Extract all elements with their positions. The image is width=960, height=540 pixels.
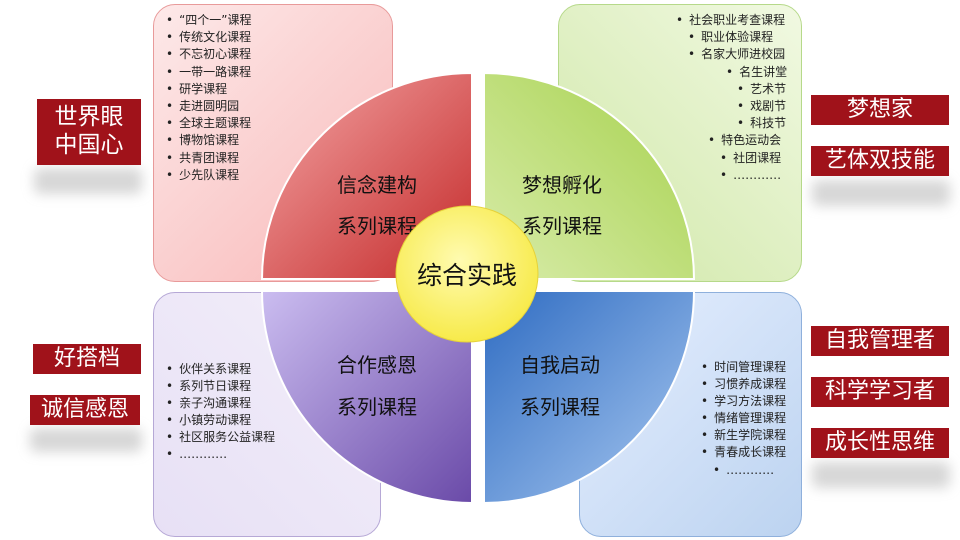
tag-line: 世界眼	[54, 104, 124, 131]
list-item: “四个一”课程	[166, 12, 251, 29]
list-item: 名生讲堂	[676, 64, 787, 81]
list-item: 科技节	[676, 115, 787, 132]
cooperation-title-line1: 合作感恩	[337, 353, 417, 377]
self-start-title-line1: 自我启动	[520, 353, 600, 377]
list-item: 不忘初心课程	[166, 46, 252, 63]
list-item: 共青团课程	[166, 150, 252, 167]
tag-self-manager: 自我管理者	[811, 326, 949, 356]
dream-title-line2: 系列课程	[522, 214, 602, 238]
list-item: 时间管理课程	[701, 359, 786, 376]
list-item: …………	[166, 446, 275, 463]
list-item: 伙伴关系课程	[166, 361, 275, 378]
center-label: 综合实践	[417, 261, 517, 290]
tag-science-learner: 科学学习者	[811, 377, 949, 407]
tag-growth-mindset: 成长性思维	[811, 428, 949, 458]
tag-line: 中国心	[54, 132, 124, 158]
list-item: 少先队课程	[166, 167, 252, 184]
belief-course-list: “四个一”课程 传统文化课程 不忘初心课程 一带一路课程 研学课程 走进圆明园 …	[166, 12, 252, 184]
list-item: 走进圆明园	[166, 98, 252, 115]
list-item: 社团课程	[676, 150, 787, 167]
list-item: 青春成长课程	[701, 444, 786, 461]
list-item: 一带一路课程	[166, 64, 252, 81]
dream-course-list: 社会职业考查课程 职业体验课程 名家大师进校园 名生讲堂 艺术节 戏剧节 科技节…	[676, 12, 787, 184]
list-item: 全球主题课程	[166, 115, 252, 132]
list-item: 传统文化课程	[166, 29, 252, 46]
list-item: 小镇劳动课程	[166, 412, 275, 429]
cooperation-title-line2: 系列课程	[337, 395, 417, 419]
self-start-course-list: 时间管理课程 习惯养成课程 学习方法课程 情绪管理课程 新生学院课程 青春成长课…	[701, 359, 786, 479]
cooperation-quadrant	[260, 290, 473, 505]
tag-world-view: 世界眼 中国心	[37, 99, 141, 165]
belief-title-line1: 信念建构	[337, 173, 417, 197]
list-item: 学习方法课程	[701, 393, 786, 410]
center-circle	[395, 205, 539, 343]
self-start-quadrant	[483, 290, 696, 505]
tag-arts-sports: 艺体双技能	[811, 146, 949, 176]
list-item: 社会职业考查课程	[676, 12, 787, 29]
belief-title-line2: 系列课程	[337, 214, 417, 238]
list-item: 亲子沟通课程	[166, 395, 275, 412]
self-start-title-line2: 系列课程	[520, 395, 600, 419]
list-item: 特色运动会	[676, 132, 787, 149]
list-item: …………	[676, 167, 787, 184]
list-item: 研学课程	[166, 81, 252, 98]
dream-title-line1: 梦想孵化	[522, 173, 602, 197]
list-item: 社区服务公益课程	[166, 429, 275, 446]
list-item: 习惯养成课程	[701, 376, 786, 393]
list-item: 博物馆课程	[166, 132, 252, 149]
tag-good-partner: 好搭档	[33, 344, 141, 374]
list-item: 名家大师进校园	[676, 46, 787, 63]
cooperation-course-list: 伙伴关系课程 系列节日课程 亲子沟通课程 小镇劳动课程 社区服务公益课程 …………	[166, 361, 275, 464]
list-item: 情绪管理课程	[701, 410, 786, 427]
list-item: 新生学院课程	[701, 427, 786, 444]
list-item: 职业体验课程	[676, 29, 787, 46]
tag-integrity: 诚信感恩	[30, 395, 140, 425]
dream-quadrant	[483, 71, 696, 280]
tag-dreamer: 梦想家	[811, 95, 949, 125]
list-item: 艺术节	[676, 81, 787, 98]
list-item: …………	[701, 462, 786, 479]
list-item: 系列节日课程	[166, 378, 275, 395]
list-item: 戏剧节	[676, 98, 787, 115]
